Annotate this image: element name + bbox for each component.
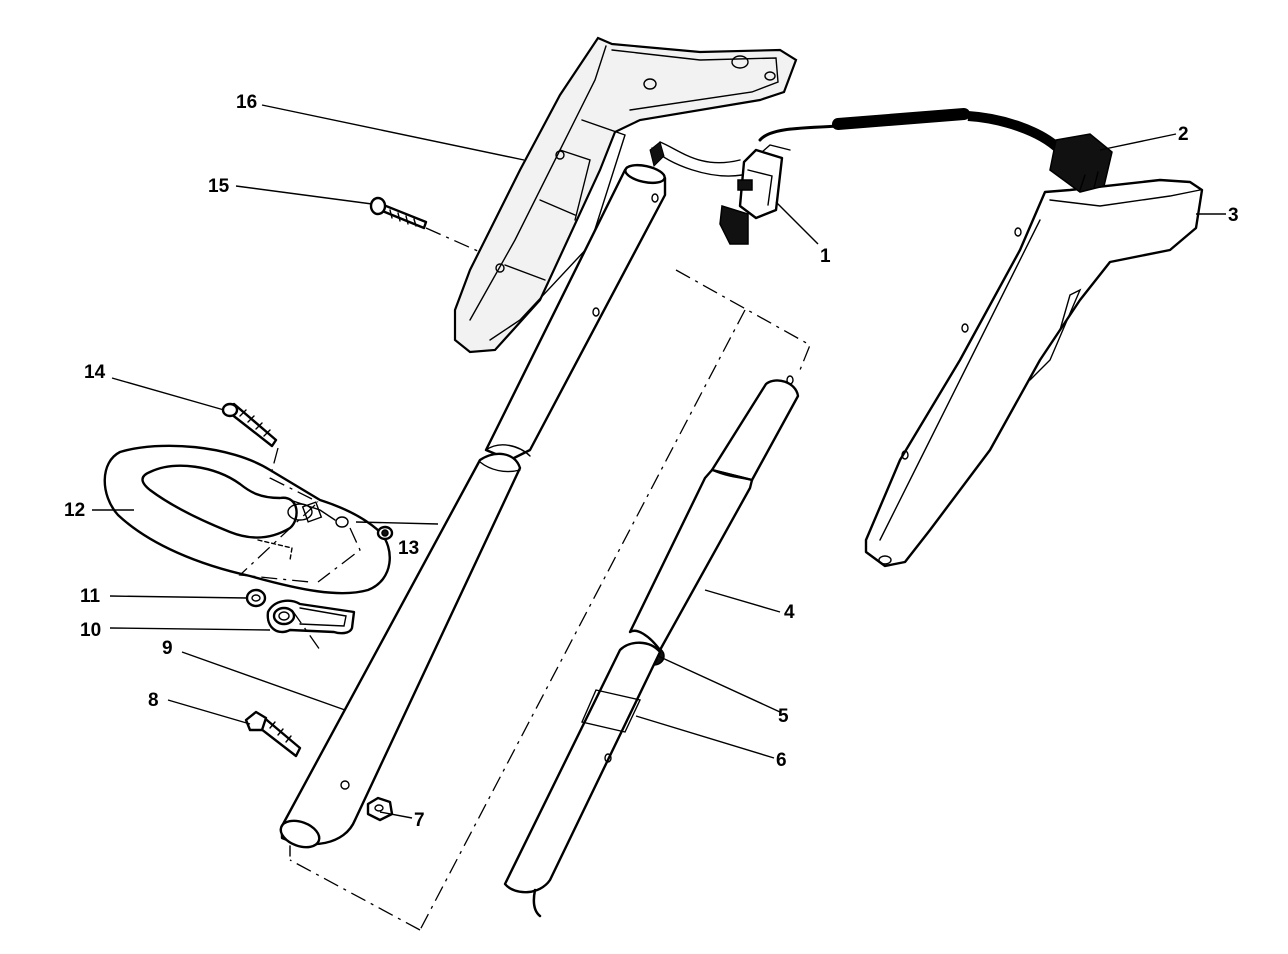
part-14-screw	[221, 402, 278, 448]
part-2-cord-with-plug	[758, 108, 1113, 193]
callout-9: 9	[162, 638, 173, 659]
part-15-screw	[369, 196, 428, 230]
assembly-centerlines	[238, 227, 811, 931]
internal-wires	[649, 141, 743, 177]
part-4-extension-tube	[628, 375, 800, 652]
part-3-handle-half-right	[864, 178, 1204, 568]
callout-11: 11	[80, 586, 101, 607]
part-1-switch	[719, 144, 791, 245]
callout-5: 5	[778, 706, 789, 727]
callout-6: 6	[776, 750, 787, 771]
part-8-bolt	[244, 710, 302, 758]
part-7-nut	[366, 796, 394, 822]
callout-2: 2	[1178, 124, 1189, 145]
part-11-nut	[245, 588, 267, 608]
callout-3: 3	[1228, 205, 1239, 226]
callout-13: 13	[398, 538, 419, 559]
part-16-handle-half-left	[453, 36, 798, 354]
part-9-lower-tube	[279, 163, 667, 857]
callout-14: 14	[84, 362, 106, 383]
callout-1: 1	[820, 246, 831, 267]
callout-4: 4	[784, 602, 795, 623]
part-13-nut	[376, 525, 394, 541]
callout-12: 12	[64, 500, 85, 521]
part-10-bracket	[266, 599, 356, 635]
callout-15: 15	[208, 176, 230, 197]
callout-16: 16	[236, 92, 257, 113]
part-12-auxiliary-handle	[103, 444, 391, 595]
callout-8: 8	[148, 690, 159, 711]
callout-10: 10	[80, 620, 101, 641]
callout-7: 7	[414, 810, 425, 831]
leader-lines	[92, 104, 1226, 819]
callout-labels: 1 2 3 4 5 6 7 8 9 10 11 12 13 14 15 16	[64, 92, 1239, 831]
part-6-lower-tube-motor-housing	[503, 641, 662, 918]
